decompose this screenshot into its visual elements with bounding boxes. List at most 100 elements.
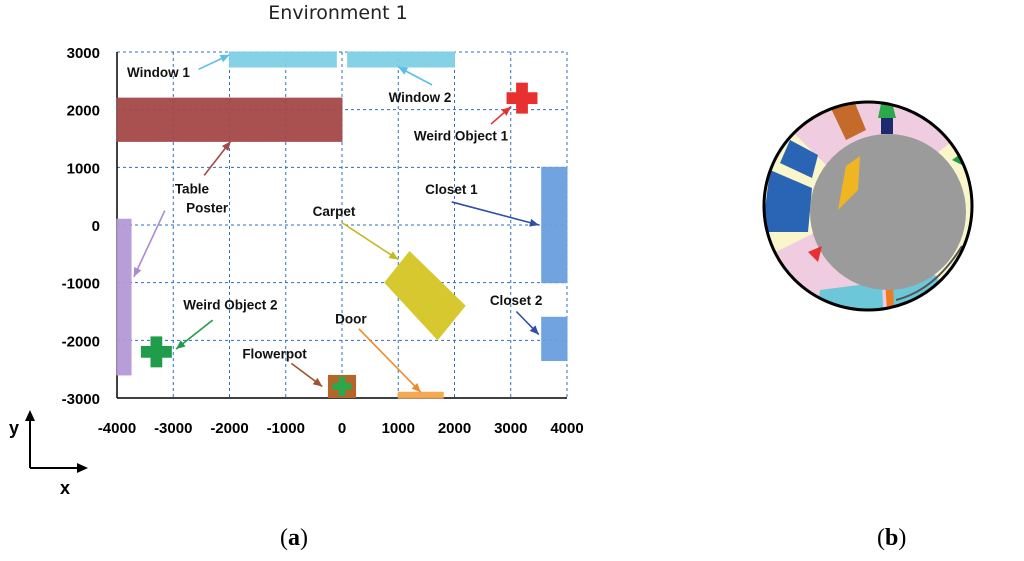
weird-object-1 (506, 82, 538, 114)
table (116, 97, 343, 142)
caption-b: (b) (877, 525, 906, 551)
annotation-label: Window 2 (389, 90, 452, 105)
flowerpot (327, 374, 357, 398)
map-annotations: Window 1 Window 2 Table Weird Object 1 Close… (127, 54, 543, 393)
poster (116, 218, 132, 376)
carpet (384, 250, 466, 341)
annotation-table: Table (175, 140, 232, 197)
annotation-closet-1: Closet 1 (425, 182, 540, 227)
y-tick-label: 3000 (67, 45, 100, 62)
annotation-arrowhead (312, 377, 323, 387)
x-tick-label: 4000 (550, 420, 583, 437)
window-1-shape (229, 51, 337, 68)
pano-cyan-window-left (815, 282, 884, 310)
caption-a: (a) (280, 525, 308, 551)
annotation-label: Weird Object 2 (183, 298, 277, 313)
x-tick-label: 1000 (382, 420, 415, 437)
annotation-weird-object-1: Weird Object 1 (414, 106, 512, 144)
x-tick-label: -2000 (210, 420, 248, 437)
annotation-arrowhead (398, 66, 409, 75)
window-2 (347, 51, 455, 68)
x-tick-label: 3000 (494, 420, 527, 437)
annotation-label: Door (335, 311, 367, 326)
annotation-arrowhead (133, 267, 142, 277)
y-arrow-head (25, 410, 35, 421)
annotation-arrowhead (529, 218, 539, 227)
pano-border (762, 100, 974, 312)
annotation-arrow (451, 201, 540, 226)
y-tick-label: 0 (92, 218, 100, 235)
annotation-weird-object-2: Weird Object 2 (175, 298, 278, 350)
x-tick-label: -3000 (154, 420, 192, 437)
carpet-shape (384, 250, 466, 341)
closet-1 (541, 166, 568, 284)
annotation-arrow (133, 210, 166, 278)
annotation-arrow (341, 222, 399, 261)
annotation-window-1: Window 1 (127, 54, 230, 80)
y-tick-label: -2000 (62, 333, 100, 350)
x-axis-letter: x (60, 478, 70, 498)
x-tick-labels: -4000 -3000 -2000 -1000 0 1000 2000 3000 4000 (98, 420, 584, 437)
annotation-label: Weird Object 1 (414, 129, 509, 144)
annotation-arrowhead (221, 141, 231, 151)
x-tick-label: -1000 (267, 420, 305, 437)
pano-blue-closet-large (764, 170, 812, 232)
pano-table-shadow (895, 245, 963, 301)
annotation-closet-2: Closet 2 (490, 293, 543, 336)
pano-brown-object (826, 102, 866, 140)
pano-pot (881, 118, 893, 134)
weird-object-2-bar-v (150, 336, 163, 368)
door (397, 391, 444, 399)
annotation-label: Closet 2 (490, 293, 543, 308)
pano-checker-grid (975, 140, 1008, 214)
x-arrow-head (77, 463, 88, 473)
pano-yellow-carpet (838, 156, 860, 210)
annotation-arrowhead (501, 106, 511, 116)
window-2-shape (347, 51, 455, 68)
annotation-arrowhead (388, 251, 399, 260)
annotation-label: Flowerpot (242, 347, 307, 362)
flowerpot-plant-v (338, 376, 346, 397)
caption-a-letter: a (288, 525, 300, 551)
y-tick-label: -1000 (62, 276, 100, 293)
pano-red-cross (808, 246, 822, 262)
environment-map: Window 1 Window 2 Table Weird Object 1 Close… (62, 45, 584, 437)
y-tick-label: 2000 (67, 103, 100, 120)
annotation-arrowhead (219, 54, 230, 63)
annotation-carpet: Carpet (313, 204, 399, 261)
pano-tree (878, 102, 896, 118)
x-tick-label: 2000 (438, 420, 471, 437)
annotation-label: Carpet (313, 204, 356, 219)
annotation-door: Door (335, 311, 422, 393)
x-tick-label: -4000 (98, 420, 136, 437)
figure-title: Environment 1 (268, 2, 407, 24)
pano-blue-closet-small (780, 140, 818, 178)
closet-2 (541, 316, 568, 362)
annotation-arrowhead (529, 325, 539, 335)
pano-floor (810, 134, 966, 290)
annotation-flowerpot: Flowerpot (242, 347, 323, 388)
annotation-label: Poster (186, 201, 229, 216)
closet-2-shape (541, 316, 568, 362)
panoramic-view (762, 100, 1008, 312)
axis-indicator: y x (9, 410, 88, 498)
closet-1-shape (541, 166, 568, 284)
annotation-arrowhead (176, 340, 186, 349)
y-tick-label: 1000 (67, 160, 100, 177)
annotation-label: Closet 1 (425, 182, 478, 197)
caption-b-letter: b (885, 525, 898, 551)
door-shape (397, 391, 444, 399)
weird-object-2 (140, 336, 172, 368)
annotation-arrowhead (411, 382, 421, 393)
annotation-label: Table (175, 182, 210, 197)
poster-shape (116, 218, 132, 376)
y-axis-letter: y (9, 418, 19, 438)
annotation-window-2: Window 2 (389, 66, 452, 105)
x-tick-label: 0 (338, 420, 346, 437)
weird-object-1-bar-v (516, 82, 528, 114)
map-objects (116, 51, 568, 399)
window-1 (229, 51, 337, 68)
table-shape (116, 97, 343, 142)
